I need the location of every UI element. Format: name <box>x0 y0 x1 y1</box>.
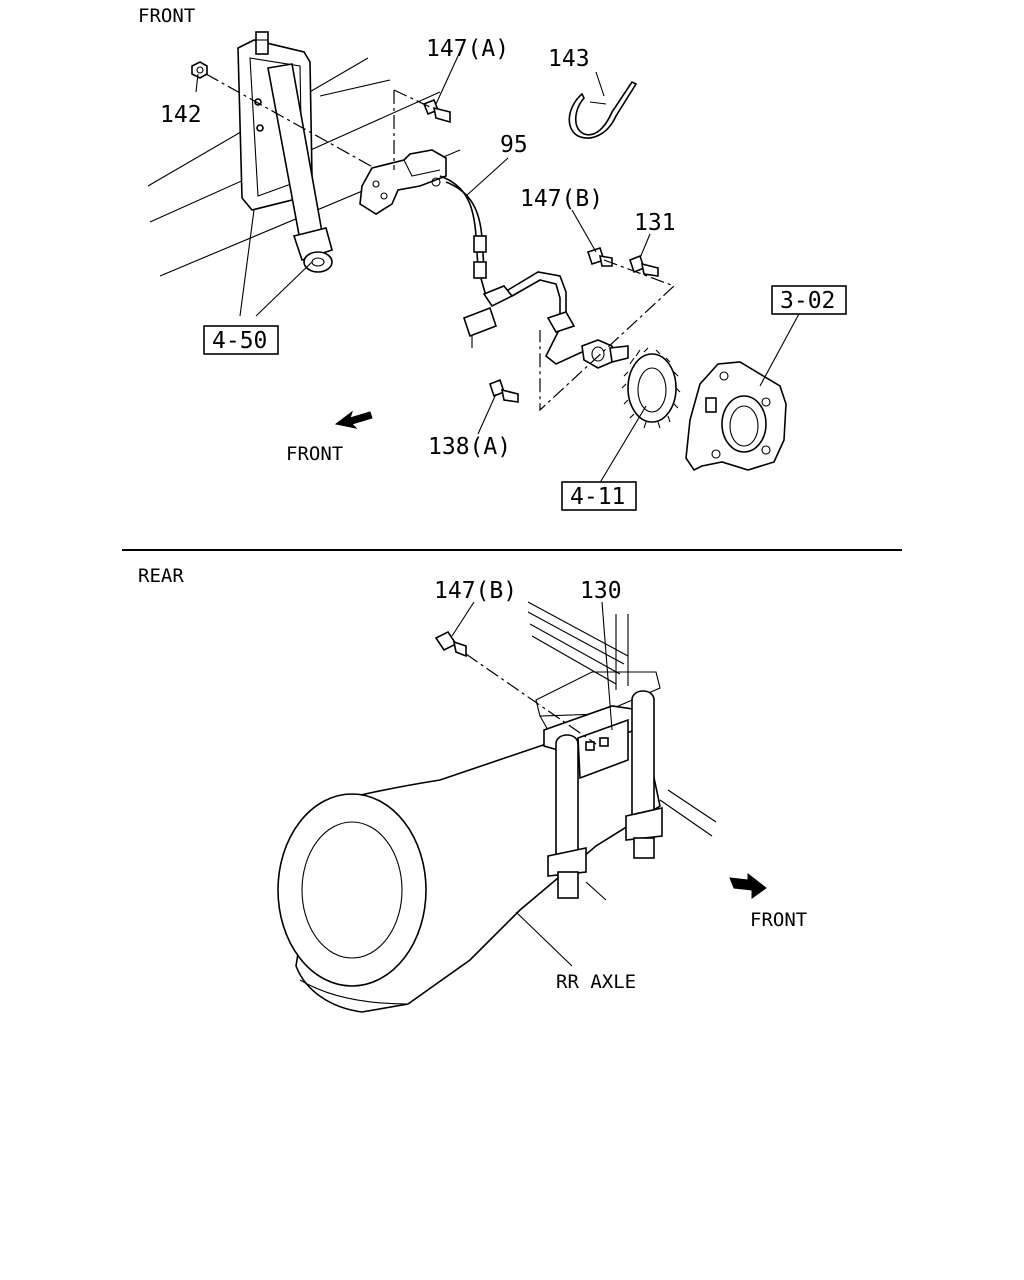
callout-95: 95 <box>500 132 528 158</box>
flange-3-02 <box>685 361 787 472</box>
bolt-131 <box>629 254 659 277</box>
ref-box-3-02 <box>771 285 847 315</box>
speed-sensor <box>581 339 629 369</box>
ref-box-4-50 <box>203 325 279 355</box>
bolt-147b-front <box>586 246 613 267</box>
callout-147a: 147(A) <box>426 36 509 62</box>
callout-131: 131 <box>634 210 676 236</box>
callout-142: 142 <box>160 102 202 128</box>
rear-frame <box>527 601 717 837</box>
callout-4-11: 4-11 <box>570 484 625 510</box>
callout-147b-rear: 147(B) <box>434 578 517 604</box>
nut-142 <box>191 61 208 79</box>
callout-138a: 138(A) <box>428 434 511 460</box>
label-rr-axle: RR AXLE <box>556 971 636 993</box>
direction-label-front-top: FRONT <box>286 443 343 465</box>
callout-143: 143 <box>548 46 590 72</box>
bolt-147b-rear <box>434 630 467 658</box>
callout-147b-front: 147(B) <box>520 186 603 212</box>
section-title-rear: REAR <box>138 565 184 587</box>
sensor-bracket <box>359 149 447 215</box>
callout-3-02: 3-02 <box>780 288 835 314</box>
shock-absorber <box>237 31 333 273</box>
leader-lines-front <box>195 55 801 487</box>
direction-label-front-rear: FRONT <box>750 909 807 931</box>
bolt-147a <box>422 98 451 124</box>
gear-4-11 <box>621 347 681 429</box>
harness-95 <box>439 175 583 365</box>
cable-tie-143 <box>568 80 638 139</box>
section-title-front: FRONT <box>138 5 195 27</box>
front-arrow-icon <box>334 410 373 429</box>
leader-lines-rear <box>451 601 613 967</box>
bolt-138a <box>489 378 519 403</box>
callout-130: 130 <box>580 578 622 604</box>
u-bolt-bracket <box>543 690 663 899</box>
callout-4-50: 4-50 <box>212 328 267 354</box>
ref-box-4-11 <box>561 481 637 511</box>
front-arrow-rear-icon <box>729 872 767 899</box>
